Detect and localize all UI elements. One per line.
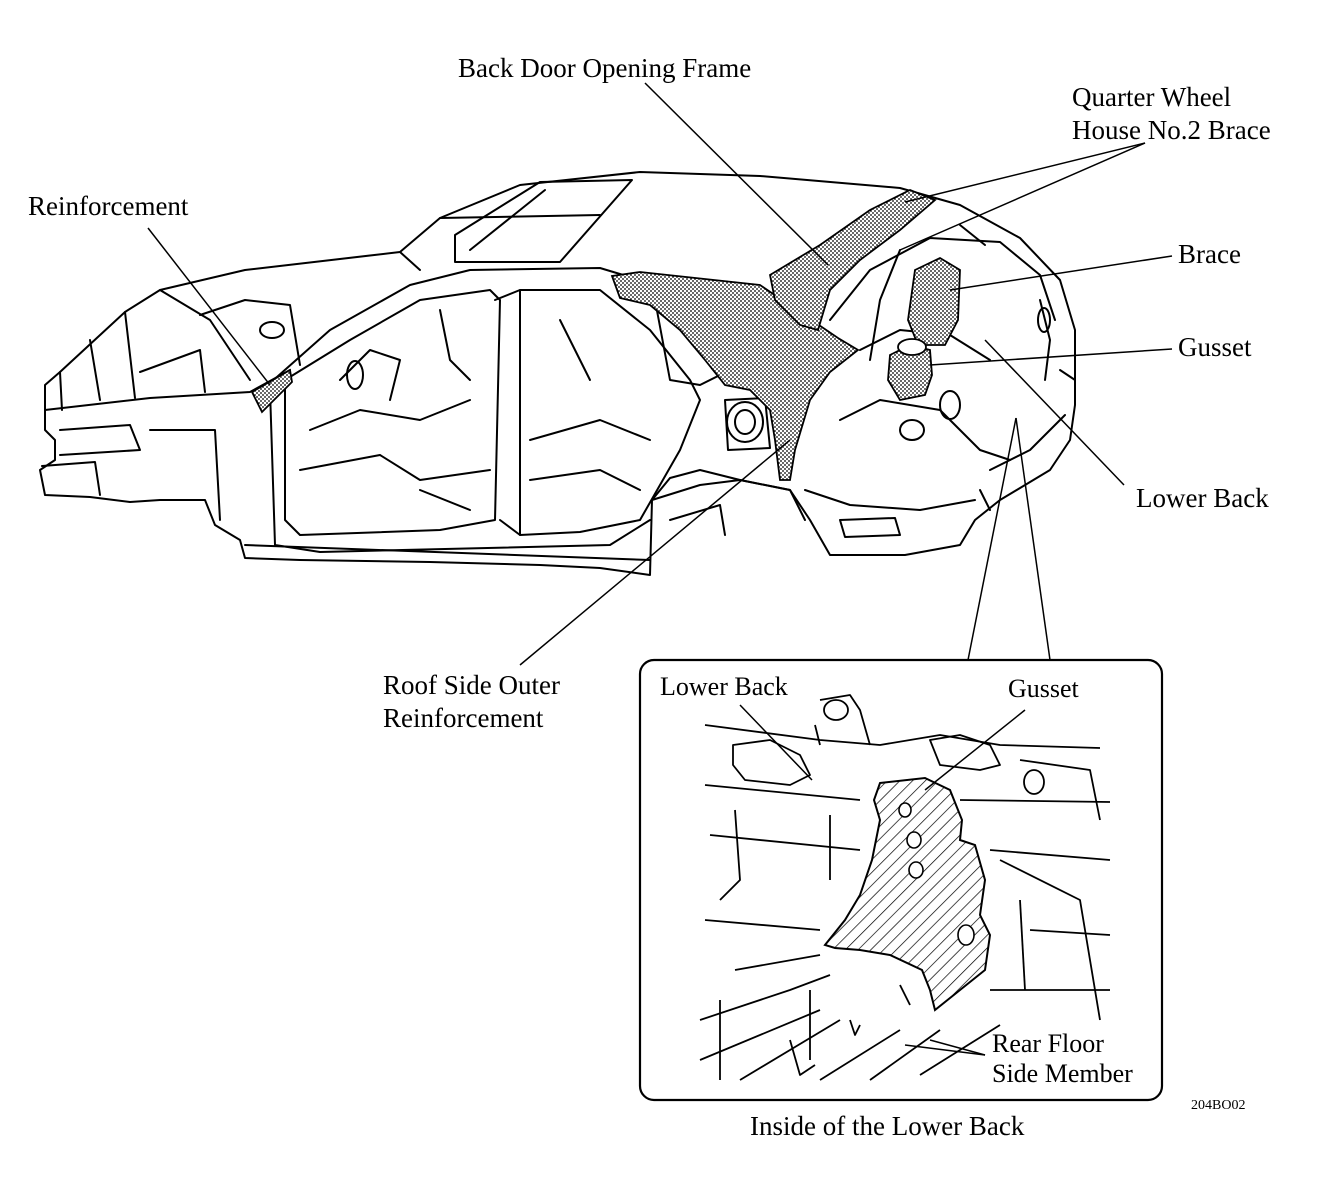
label-gusset: Gusset: [1178, 332, 1252, 362]
inset-gusset-part: [823, 776, 992, 1012]
inset-gusset-holes: [898, 802, 975, 946]
gusset-boss: [897, 338, 927, 356]
brace-part: [907, 256, 961, 346]
inset-label-rear-floor-line1: Rear Floor: [992, 1029, 1104, 1058]
back-door-opening-frame-part: [768, 189, 937, 332]
inset-leader-lines: [739, 704, 1026, 1056]
inset-label-rear-floor-line2: Side Member: [992, 1059, 1133, 1088]
roof-side-outer-reinforcement-part: [610, 271, 860, 481]
label-reinforcement: Reinforcement: [28, 191, 189, 221]
label-roof-side-outer-line2: Reinforcement: [383, 703, 544, 733]
car-body-outline: [39, 171, 1076, 576]
label-roof-side-outer-line1: Roof Side Outer: [383, 670, 560, 700]
reinforcement-part: [250, 368, 293, 414]
figure-code: 204BO02: [1191, 1098, 1246, 1113]
inset-label-lower-back: Lower Back: [660, 672, 788, 701]
leader-lines: [147, 82, 1173, 666]
inset-caption: Inside of the Lower Back: [750, 1111, 1025, 1141]
inset-label-gusset: Gusset: [1008, 674, 1079, 703]
label-quarter-wheel-house-line2: House No.2 Brace: [1072, 115, 1271, 145]
label-lower-back: Lower Back: [1136, 483, 1269, 513]
label-back-door-opening-frame: Back Door Opening Frame: [458, 53, 752, 83]
label-brace: Brace: [1178, 239, 1241, 269]
label-quarter-wheel-house-line1: Quarter Wheel: [1072, 82, 1232, 112]
